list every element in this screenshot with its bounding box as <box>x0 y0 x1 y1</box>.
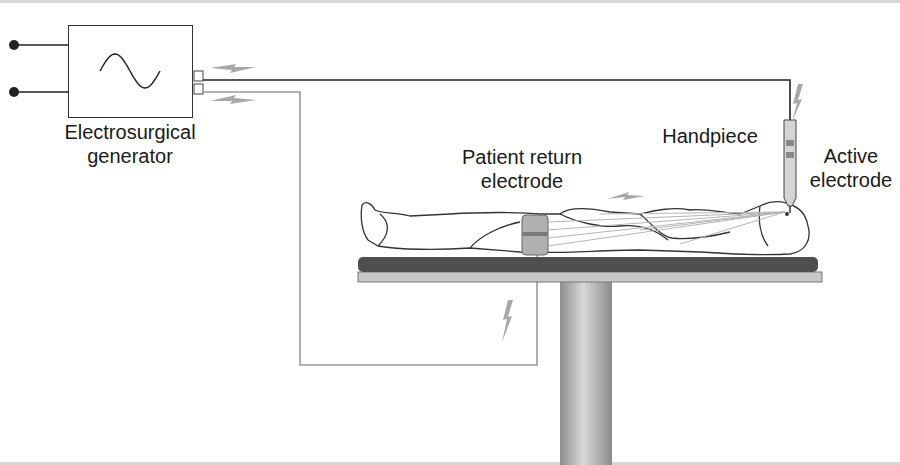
return-electrode-pad <box>522 215 548 255</box>
frame-bar <box>0 0 900 3</box>
part-label: Active electrode <box>805 144 897 192</box>
table-mattress <box>358 257 818 272</box>
output-sockets <box>194 71 203 94</box>
current-rays <box>548 212 785 246</box>
frame-bar <box>0 462 900 465</box>
patient-figure <box>361 202 809 255</box>
active-cable <box>203 80 790 120</box>
generator-housing <box>68 25 193 118</box>
part-label: Patient return electrode <box>444 145 600 193</box>
current-flow-symbols <box>210 64 803 342</box>
input-terminals <box>9 40 68 97</box>
sine-wave-symbol <box>69 26 191 116</box>
table-pedestal <box>560 282 612 465</box>
handpiece <box>784 120 796 213</box>
part-label: Handpiece <box>648 124 772 148</box>
table-top <box>358 272 822 282</box>
generator-label: Electrosurgical generator <box>40 120 220 168</box>
